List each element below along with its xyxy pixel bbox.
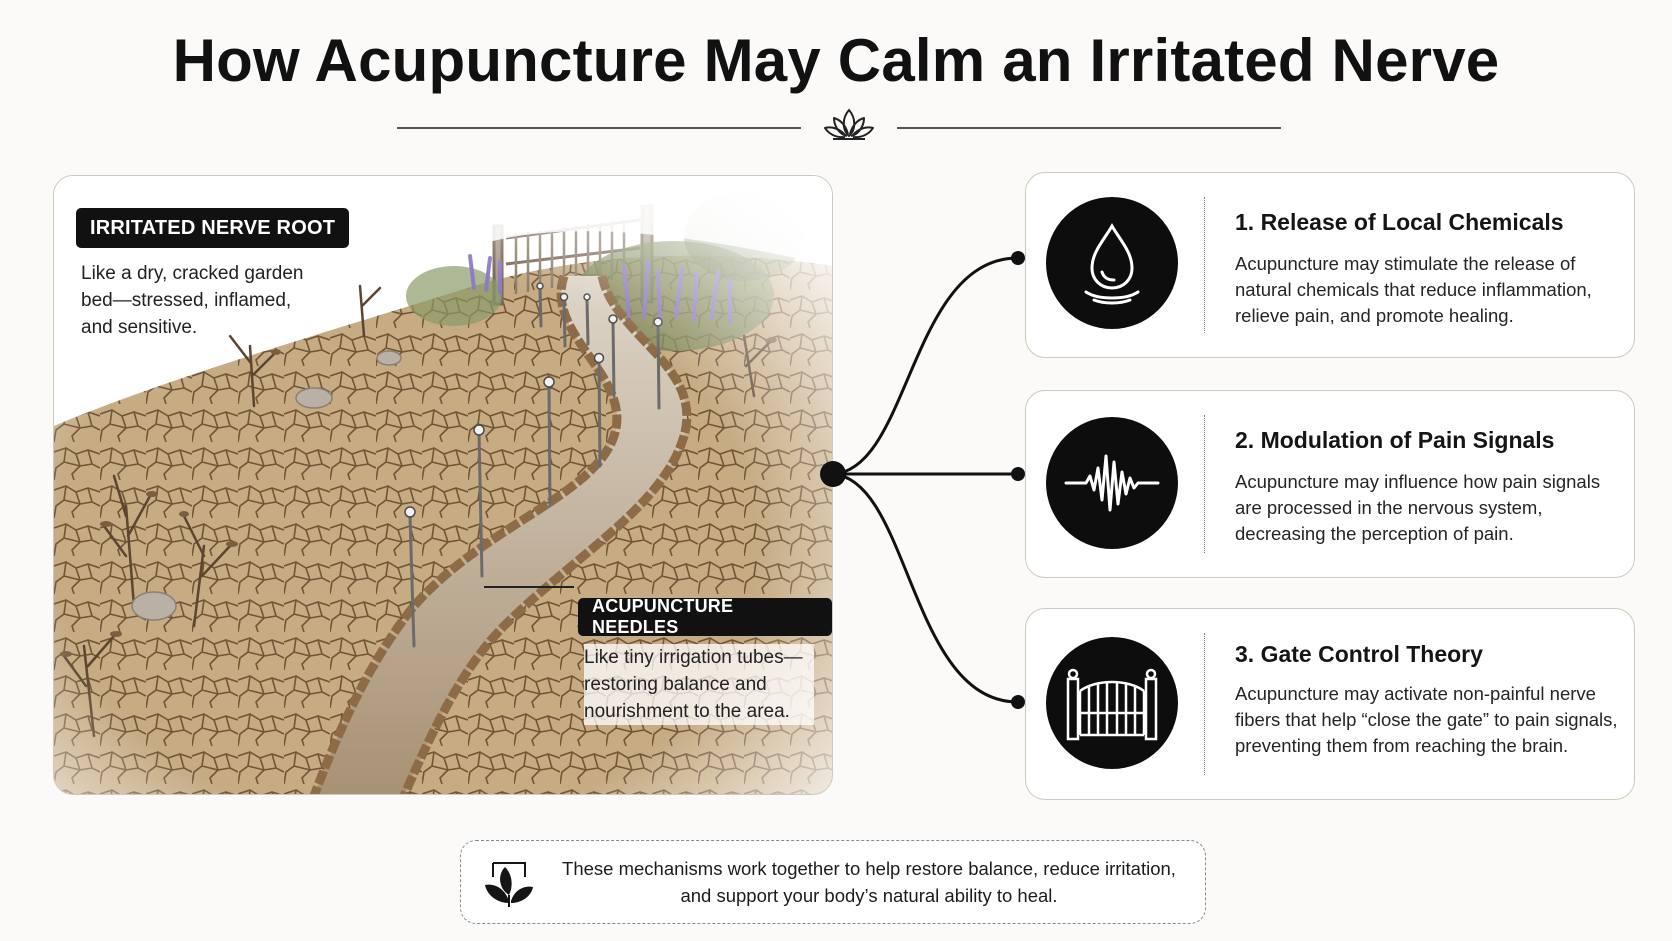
- card-separator: [1204, 197, 1205, 333]
- water-drop-icon: [1046, 197, 1178, 329]
- lotus-icon: [824, 109, 874, 140]
- acupuncture-needles-note: Like tiny irrigation tubes—restoring bal…: [584, 644, 814, 725]
- title-divider-left: [397, 127, 801, 129]
- page-title: How Acupuncture May Calm an Irritated Ne…: [172, 27, 1500, 94]
- card-separator: [1204, 633, 1205, 775]
- summary-footer: These mechanisms work together to help r…: [460, 840, 1206, 924]
- leaf-plant-icon: [485, 862, 533, 907]
- mechanism-title: 3. Gate Control Theory: [1235, 641, 1483, 667]
- mechanism-card-chemicals: 1. Release of Local Chemicals Acupunctur…: [1025, 172, 1635, 358]
- illustration-panel: IRRITATED NERVE ROOT Like a dry, cracked…: [53, 175, 833, 795]
- irritated-nerve-root-tag: IRRITATED NERVE ROOT: [76, 208, 350, 248]
- gate-icon: [1046, 637, 1178, 769]
- mechanism-card-gate-control: 3. Gate Control Theory Acupuncture may a…: [1025, 608, 1635, 800]
- mechanism-description: Acupuncture may influence how pain signa…: [1235, 471, 1601, 544]
- mechanism-description: Acupuncture may stimulate the release of…: [1235, 253, 1592, 326]
- mechanism-title: 1. Release of Local Chemicals: [1235, 209, 1564, 235]
- acupuncture-needles-tag: ACUPUNCTURE NEEDLES: [578, 596, 832, 637]
- mechanism-title: 2. Modulation of Pain Signals: [1235, 427, 1555, 453]
- mechanism-card-pain-signals: 2. Modulation of Pain Signals Acupunctur…: [1025, 390, 1635, 578]
- signal-wave-icon: [1046, 417, 1178, 549]
- mechanism-description: Acupuncture may activate non-painful ner…: [1235, 683, 1618, 756]
- irritated-nerve-root-note: Like a dry, cracked garden bed—stressed,…: [81, 263, 304, 338]
- card-separator: [1204, 415, 1205, 553]
- summary-text: These mechanisms work together to help r…: [562, 858, 1176, 906]
- title-divider-right: [897, 127, 1281, 129]
